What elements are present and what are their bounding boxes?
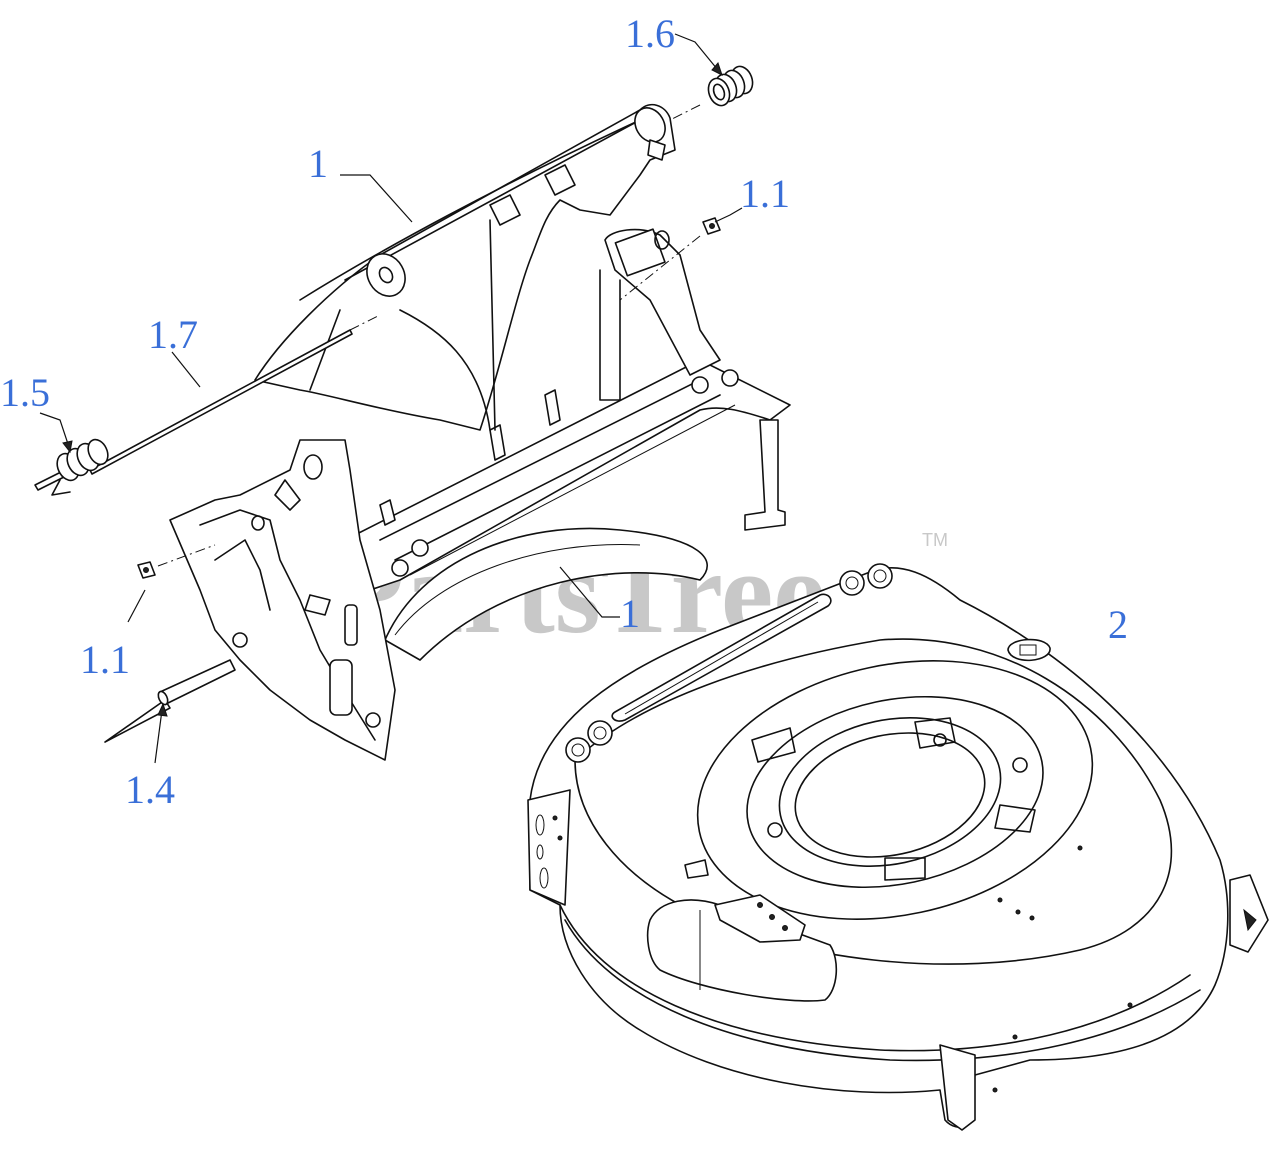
callout-1-5[interactable]: 1.5	[0, 370, 50, 415]
rear-door-frame-part	[169, 228, 791, 761]
deck-bosses	[565, 563, 1051, 763]
callout-2[interactable]: 2	[1108, 602, 1128, 647]
door-flap-part	[254, 103, 676, 431]
callout-1-6[interactable]: 1.6	[625, 11, 675, 56]
torsion-spring-right-part	[669, 65, 754, 121]
torsion-spring-left-part	[34, 438, 109, 496]
callout-1-7[interactable]: 1.7	[148, 312, 198, 357]
callout-1-1-left[interactable]: 1.1	[80, 637, 130, 682]
deck-part	[527, 563, 1269, 1131]
callout-labels: 1.6 1 1.1 1.7 1.5 1 2 1.1 1.4	[0, 11, 1128, 812]
callout-1-4[interactable]: 1.4	[125, 767, 175, 812]
callout-1-mid[interactable]: 1	[620, 591, 640, 636]
leader-lines	[39, 33, 743, 764]
door-hinges	[366, 107, 666, 297]
pin-part	[104, 659, 236, 743]
watermark-trademark: TM	[922, 530, 948, 550]
push-nut-left-part	[137, 544, 216, 579]
hinge-rod-part	[89, 314, 381, 475]
callout-1-1-right[interactable]: 1.1	[740, 171, 790, 216]
callout-1-top[interactable]: 1	[308, 141, 328, 186]
